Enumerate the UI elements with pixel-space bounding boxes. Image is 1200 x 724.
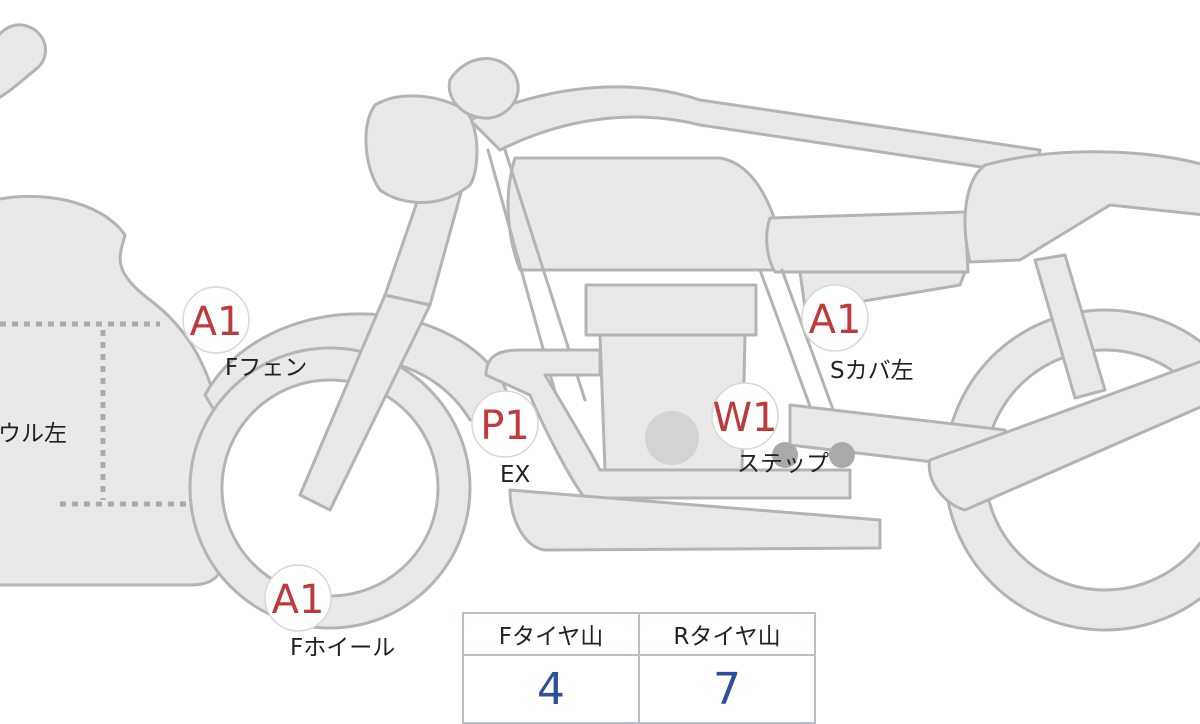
marker-badge: [264, 564, 332, 632]
marker-badge: [801, 284, 869, 352]
rear-wheel: [943, 308, 1200, 632]
tire-tread-value-row: 4 7: [462, 654, 816, 724]
marker-badge: [471, 390, 539, 458]
engine-head: [584, 283, 758, 337]
marker-code: A1: [190, 299, 243, 345]
seat: [765, 210, 970, 274]
left-cowl-label: ウル左: [0, 421, 67, 447]
marker-label: EX: [500, 462, 531, 488]
marker-label: Fホイール: [290, 635, 395, 661]
marker-label: ステップ: [737, 451, 829, 477]
marker-code: W1: [713, 395, 778, 441]
fuel-tank: [506, 156, 787, 272]
instrument-cluster: [447, 57, 520, 120]
tire-tread-table: Fタイヤ山 Rタイヤ山 4 7: [462, 612, 816, 724]
marker-badge: [182, 286, 250, 354]
engine-mark-spot: [645, 411, 699, 465]
front-tire-value: 4: [462, 654, 640, 724]
headlight: [364, 94, 479, 204]
marker-code: A1: [272, 577, 325, 623]
marker-step: W1 ステップ: [711, 382, 829, 477]
lower-exhaust: [508, 488, 882, 552]
marker-code: P1: [480, 403, 530, 449]
marker-badge: [711, 382, 779, 450]
front-tire-header: Fタイヤ山: [462, 612, 640, 656]
rear-strut: [927, 360, 1200, 512]
rear-seat-cowl: [963, 150, 1200, 264]
exhaust-pipe: [484, 348, 852, 500]
marker-exhaust: P1 EX: [471, 390, 539, 488]
step-mark-right: [829, 442, 855, 468]
marker-label: Fフェン: [225, 355, 307, 381]
left-mirror: [0, 23, 47, 99]
left-cowl-panel: [0, 194, 224, 587]
rear-tire-header: Rタイヤ山: [638, 612, 816, 656]
marker-front-wheel: A1 Fホイール: [264, 564, 395, 661]
marker-label: Sカバ左: [830, 358, 914, 384]
rear-tire-value: 7: [638, 654, 816, 724]
step-mark-left: [772, 442, 798, 468]
marker-front-fender: A1 Fフェン: [182, 286, 307, 381]
tire-tread-header-row: Fタイヤ山 Rタイヤ山: [462, 612, 816, 656]
rear-shock: [1033, 253, 1107, 400]
frame-rear-tube: [758, 268, 837, 422]
marker-side-cover-left: A1 Sカバ左: [801, 284, 914, 384]
marker-code: A1: [809, 297, 862, 343]
